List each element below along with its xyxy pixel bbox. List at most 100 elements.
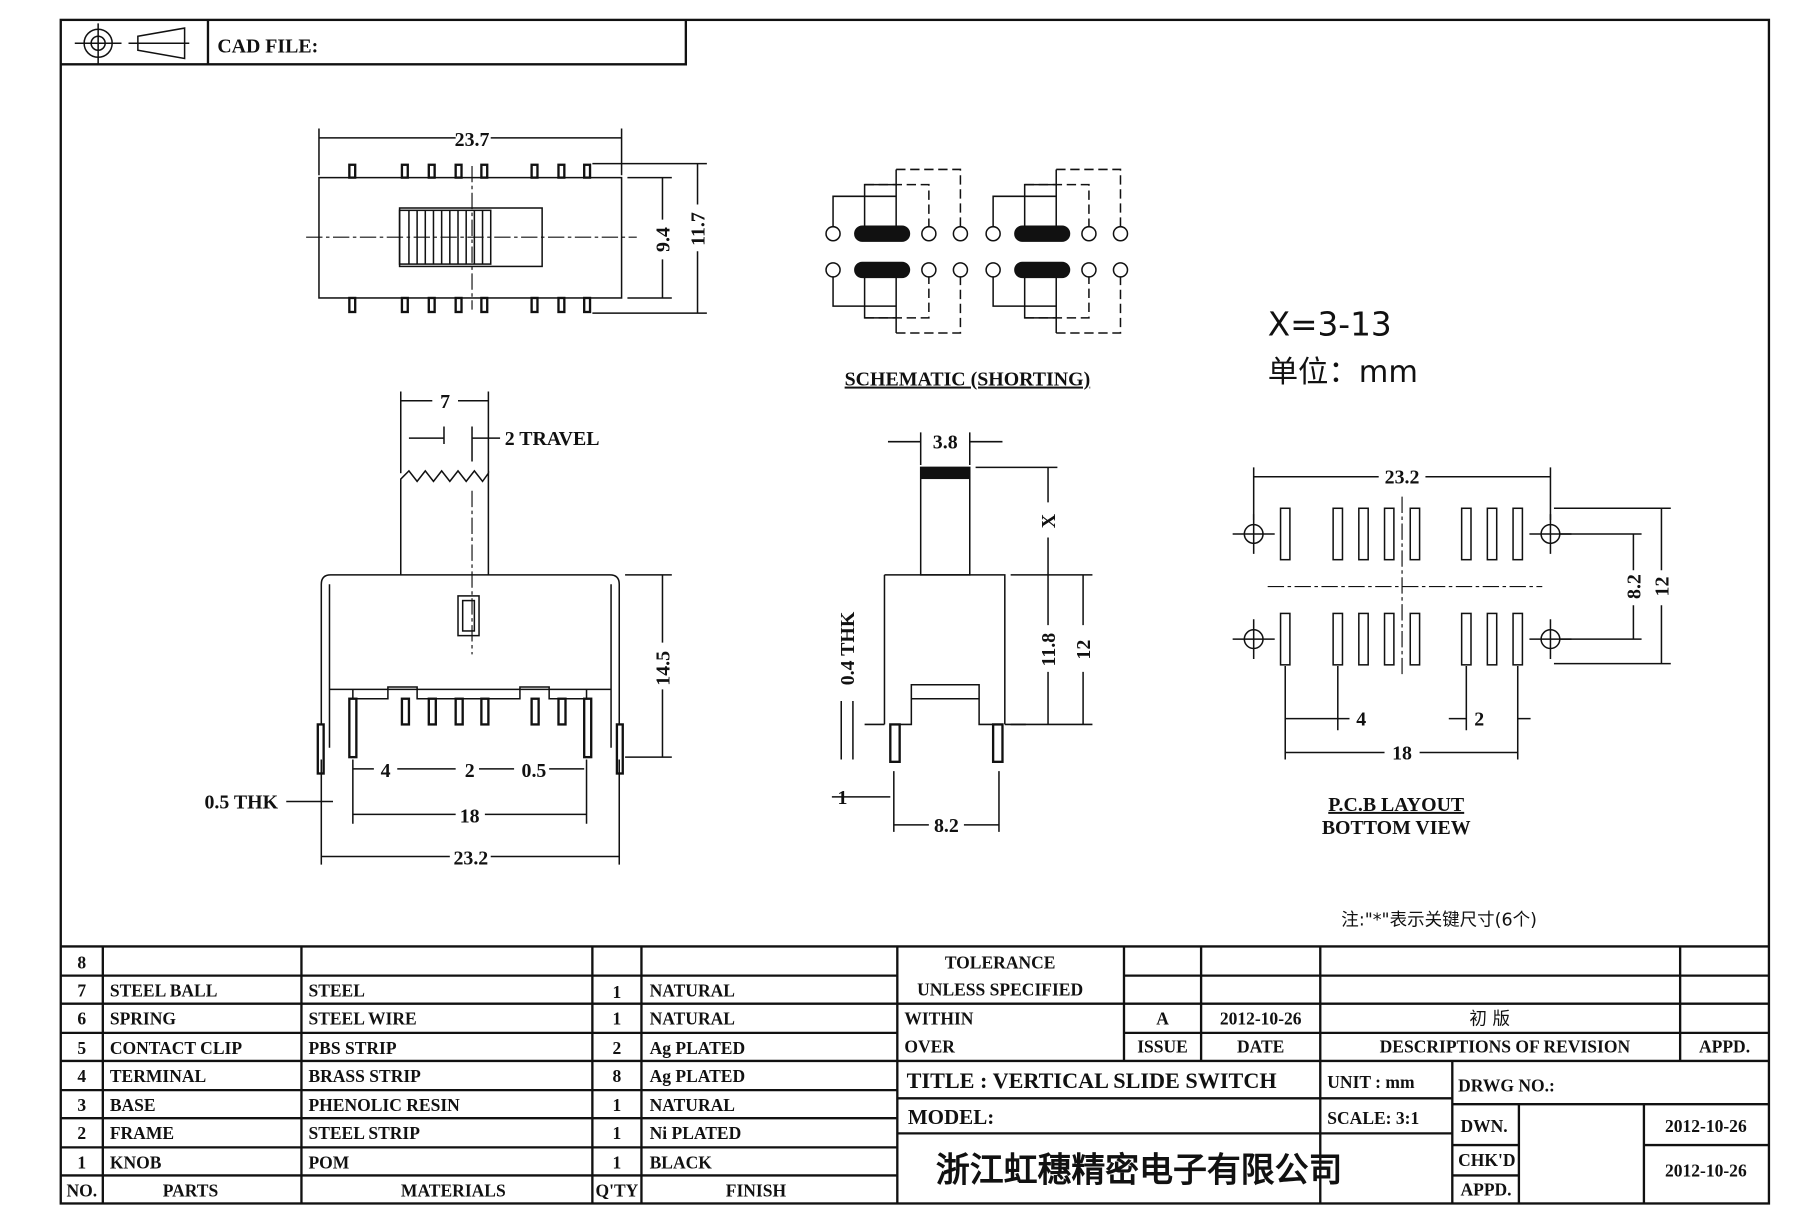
chkd-label: CHK'D: [1458, 1150, 1515, 1170]
dim-height-a: 11.8: [1038, 633, 1060, 667]
dim-height: 14.5: [652, 651, 674, 686]
bom-material: POM: [308, 1152, 349, 1172]
dim-pitch-a: 4: [1356, 709, 1366, 731]
dim-width: 23.7: [455, 129, 490, 151]
dim-pin: 1: [837, 787, 847, 809]
bom-finish: NATURAL: [650, 1095, 735, 1115]
bom-part: FRAME: [110, 1123, 174, 1143]
bom-qty: 1: [613, 1152, 622, 1172]
drawing-number-label: DRWG NO.:: [1458, 1075, 1555, 1095]
bom-table: 8 7 STEEL BALL STEEL 1 NATURAL 6 SPRING …: [60, 945, 1769, 1204]
date-header: DATE: [1237, 1037, 1284, 1057]
projection-symbol-icon: [74, 23, 190, 65]
pcb-subtitle: BOTTOM VIEW: [1322, 817, 1471, 839]
title-block: TOLERANCE UNLESS SPECIFIED WITHIN OVER A…: [897, 946, 1769, 1204]
dim-span: 18: [1392, 742, 1412, 764]
dim-pitch-a: 4: [381, 760, 391, 782]
bom-material: PBS STRIP: [308, 1038, 396, 1058]
dim-thickness: 0.4 THK: [837, 611, 859, 685]
bom-no: 5: [77, 1038, 86, 1058]
dim-width: 23.2: [1385, 467, 1420, 489]
dim-row-pitch: 8.2: [1623, 574, 1645, 599]
appd-label: APPD.: [1460, 1179, 1511, 1199]
dim-pitch-b: 2: [465, 760, 475, 782]
bom-material: STEEL: [308, 981, 364, 1001]
pcb-layout: 23.2 8.2 12 4 2 18 P.C.B LAYOUT BOTTOM V…: [1231, 467, 1673, 839]
bom-no: 6: [77, 1009, 86, 1029]
bom-part: STEEL BALL: [110, 981, 218, 1001]
dim-pin-span: 8.2: [934, 815, 959, 837]
bom-finish: NATURAL: [650, 1009, 735, 1029]
dim-thickness: 0.5 THK: [204, 792, 278, 814]
side-view: 7 2 TRAVEL 14.5 4 2 0.5 18 23.2 0.5 THK: [204, 391, 674, 870]
bom-no: 7: [77, 981, 86, 1001]
bom-no: 1: [77, 1152, 86, 1172]
bom-material: STEEL STRIP: [308, 1123, 420, 1143]
bom-qty: 8: [613, 1066, 622, 1086]
bom-qty: 1: [613, 1095, 622, 1115]
bom-qty: 1: [613, 982, 622, 1002]
dim-gap: 0.5: [522, 760, 547, 782]
schematic: SCHEMATIC (SHORTING): [825, 168, 1129, 391]
dim-pitch-b: 2: [1474, 709, 1484, 731]
bom-finish: NATURAL: [650, 981, 735, 1001]
cad-file-label: CAD FILE:: [217, 36, 318, 58]
bom-finish: BLACK: [650, 1152, 713, 1172]
bom-part: TERMINAL: [110, 1066, 206, 1086]
schematic-label: SCHEMATIC (SHORTING): [845, 369, 1091, 391]
bom-part: SPRING: [110, 1009, 177, 1029]
dim-span: 18: [460, 806, 480, 828]
bom-header-qty: Q'TY: [595, 1180, 638, 1200]
front-view: 3.8 X 11.8 12 0.4 THK 1 8.2: [831, 432, 1095, 837]
top-view: 23.7 9.4 11.7: [306, 128, 710, 314]
bom-finish: Ag PLATED: [650, 1038, 746, 1058]
bom-part: CONTACT CLIP: [110, 1038, 242, 1058]
bom-no: 4: [77, 1066, 86, 1086]
bom-material: BRASS STRIP: [308, 1066, 421, 1086]
pcb-title: P.C.B LAYOUT: [1328, 794, 1464, 816]
scale-label: SCALE: 3:1: [1327, 1108, 1419, 1128]
bom-qty: 2: [613, 1038, 622, 1058]
bom-qty: 1: [613, 1123, 622, 1143]
bom-part: BASE: [110, 1095, 156, 1115]
drawing-frame: [59, 18, 1771, 1205]
bom-qty: 1: [613, 1009, 622, 1029]
dwn-label: DWN.: [1460, 1116, 1507, 1136]
drawing-title: TITLE : VERTICAL SLIDE SWITCH: [907, 1068, 1277, 1093]
key-dims-note: 注:"*"表示关键尺寸(6个): [1341, 910, 1537, 930]
unit-label: UNIT : mm: [1327, 1072, 1415, 1092]
issue-header: ISSUE: [1137, 1037, 1188, 1057]
bom-finish: Ni PLATED: [650, 1123, 742, 1143]
revision-description: 初 版: [1469, 1010, 1510, 1030]
bom-no: 2: [77, 1123, 86, 1143]
model-label: MODEL:: [908, 1105, 994, 1129]
travel-label: 2 TRAVEL: [505, 428, 600, 450]
x-range-note: X=3-13: [1268, 305, 1392, 343]
dim-mount-pitch: 12: [1651, 577, 1673, 597]
bom-material: STEEL WIRE: [308, 1009, 416, 1029]
unit-note: 单位：mm: [1268, 355, 1418, 390]
description-header: DESCRIPTIONS OF REVISION: [1380, 1037, 1631, 1057]
dwn-date: 2012-10-26: [1665, 1116, 1747, 1136]
dim-height-b: 12: [1073, 640, 1095, 660]
dim-knob-width: 7: [440, 391, 450, 413]
tolerance-label: TOLERANCE: [945, 953, 1056, 973]
bom-no: 3: [77, 1095, 86, 1115]
appd-header: APPD.: [1699, 1037, 1750, 1057]
revision-date: 2012-10-26: [1220, 1009, 1302, 1029]
dim-x: X: [1038, 513, 1060, 528]
bom-part: KNOB: [110, 1152, 162, 1172]
bom-no: 8: [77, 953, 86, 973]
dim-overall-height: 11.7: [688, 212, 710, 246]
within-label: WITHIN: [904, 1009, 973, 1029]
bom-header-finish: FINISH: [726, 1180, 787, 1200]
dim-body-height: 9.4: [652, 227, 674, 252]
bom-finish: Ag PLATED: [650, 1066, 746, 1086]
dim-knob-width: 3.8: [933, 432, 958, 454]
dim-width: 23.2: [453, 848, 488, 870]
bom-header-parts: PARTS: [163, 1180, 219, 1200]
bom-material: PHENOLIC RESIN: [308, 1095, 460, 1115]
header-box: CAD FILE:: [60, 19, 688, 66]
revision-issue: A: [1156, 1009, 1169, 1029]
